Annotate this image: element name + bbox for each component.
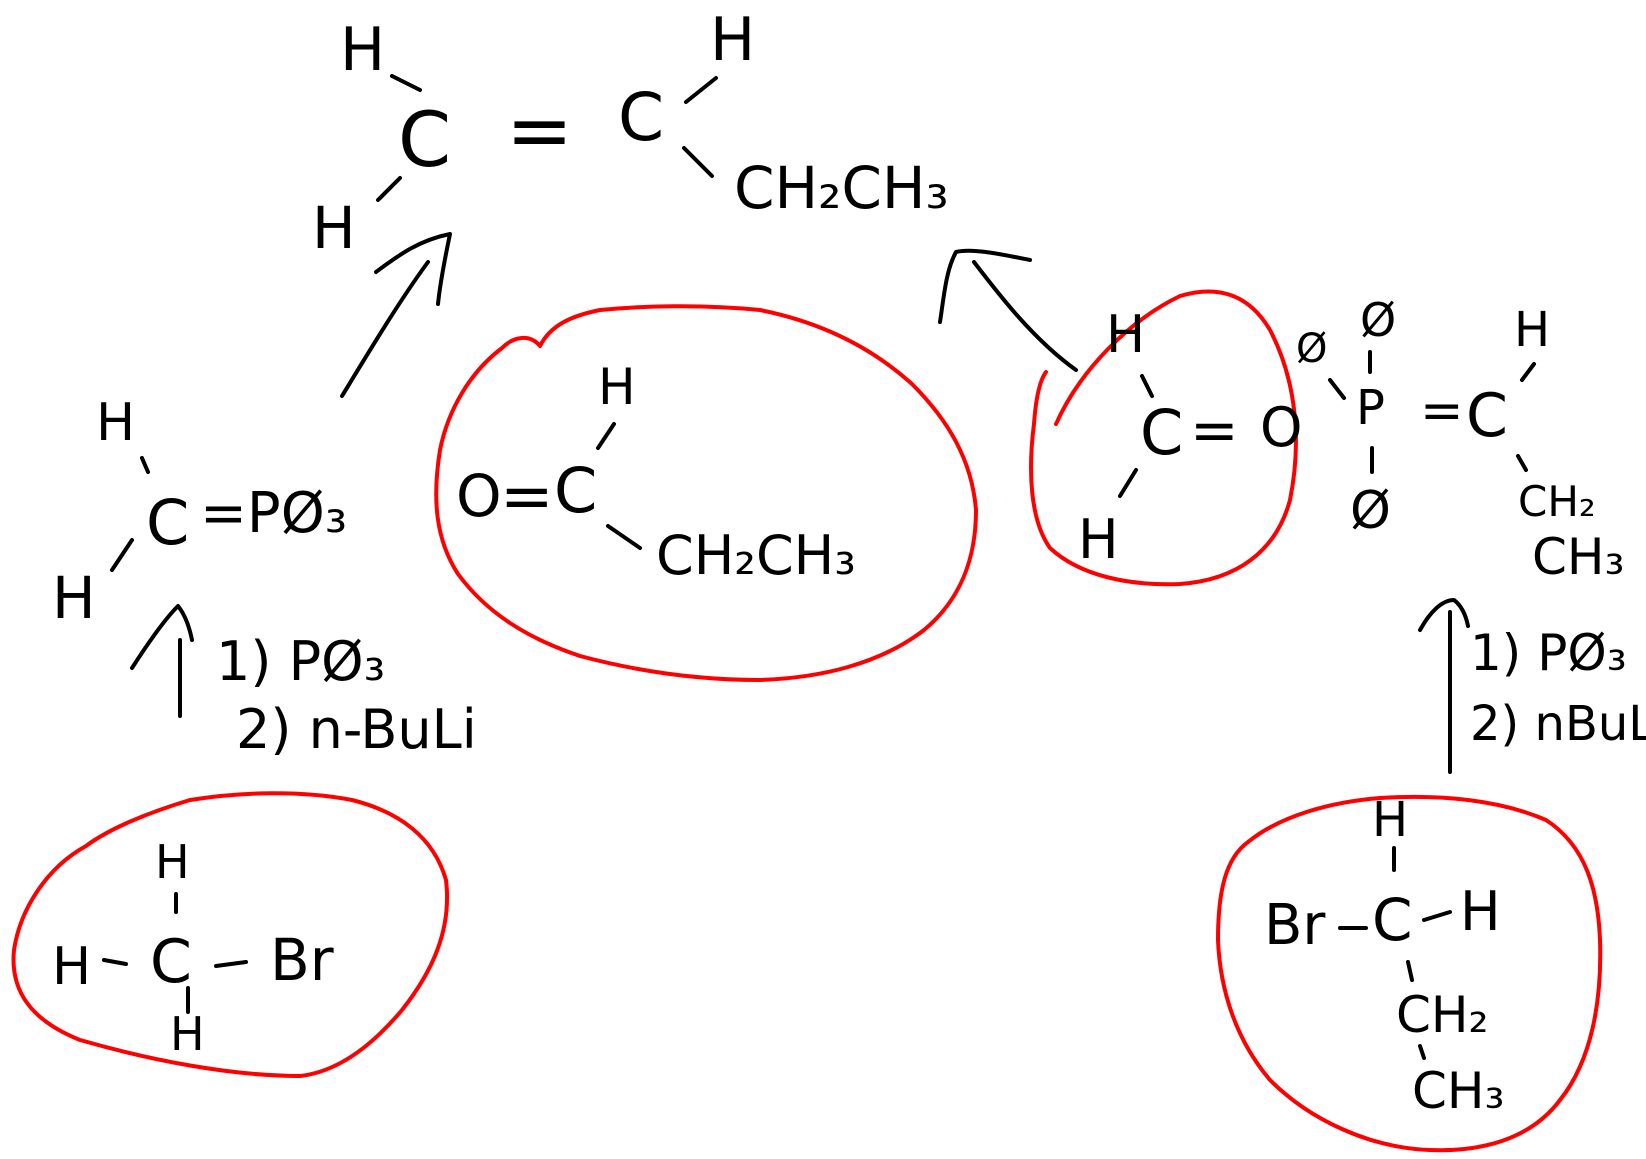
bromopropane-bond-ch2 [1406, 960, 1414, 982]
left-ylide-group: =PØ₃ [200, 481, 347, 546]
methyl-bromide-bond-br [214, 960, 248, 968]
bromopropane-carbon: C [1372, 886, 1413, 954]
right-reagents: 1) PØ₃ 2) nBuLi [1418, 598, 1646, 774]
methyl-bromide-br: Br [270, 926, 334, 994]
circle-bromopropane [1216, 794, 1603, 1153]
circle-formaldehyde [1029, 289, 1298, 587]
methyl-bromide-carbon: C [150, 927, 192, 997]
right-ylide-ch2: CH₂ [1518, 477, 1596, 526]
product-bond-h-bottom-left [376, 176, 402, 202]
right-ylide-phenyl-top: Ø [1360, 293, 1396, 347]
formaldehyde-bond-h-top [1140, 374, 1154, 398]
product-carbon-right: C [618, 79, 664, 156]
product-h-top-right: H [710, 5, 755, 75]
right-ylide-bond-left [1328, 378, 1346, 400]
product-ethyl-group: CH₂CH₃ [734, 154, 949, 222]
methyl-bromide-bond-left [102, 958, 128, 966]
right-ylide-ch3: CH₃ [1532, 528, 1625, 586]
propanal-h: H [598, 358, 636, 416]
left-reagent-step1: 1) PØ₃ [216, 630, 385, 693]
circle-propanal [434, 304, 978, 682]
formaldehyde-bond-h-bottom [1118, 468, 1138, 498]
bromopropane-bond-ch3 [1418, 1044, 1426, 1060]
left-ylide-h-bottom: H [52, 564, 96, 632]
methyl-bromide: H H C Br H [11, 791, 449, 1078]
right-ylide-phenyl-bottom: Ø [1350, 481, 1391, 541]
right-ylide-phenyl-left: Ø [1296, 326, 1327, 372]
left-ylide-h-top: H [96, 393, 135, 453]
bromopropane-h-right: H [1460, 880, 1501, 943]
right-ylide-phosphorus: P [1356, 380, 1385, 436]
propanal-bond-h [596, 422, 616, 450]
propanal-bond-ethyl [606, 524, 642, 550]
left-ylide-bond-h-top [140, 456, 150, 474]
arrow-left-reagents [130, 604, 194, 670]
formaldehyde-h-bottom: H [1078, 508, 1119, 571]
methyl-bromide-h-top: H [155, 835, 190, 889]
product-h-bottom-left: H [312, 194, 356, 262]
bromopropane-ch3: CH₃ [1412, 1062, 1505, 1120]
right-ylide-carbon: C [1466, 381, 1508, 451]
bromopropane-ch2: CH₂ [1396, 986, 1489, 1044]
left-ylide: H H C =PØ₃ [52, 393, 347, 632]
arrow-right-to-product [938, 248, 1078, 372]
formaldehyde-double-bond: = [1190, 396, 1239, 464]
propanal-ethyl: CH₂CH₃ [656, 524, 856, 587]
left-ylide-bond-h-bottom [110, 538, 134, 572]
arrow-right-reagents [1418, 598, 1470, 632]
propanal-double-bond: = [500, 460, 554, 534]
right-ylide-double-bond: = [1420, 381, 1464, 441]
product-h-top-left: H [340, 15, 385, 85]
methyl-bromide-h-bottom: H [170, 1007, 205, 1061]
arrow-left-ylide-to-product [340, 232, 452, 398]
product-bond-h-top-left [390, 74, 422, 92]
bromopropane-br: Br [1264, 893, 1326, 958]
left-reagents: 1) PØ₃ 2) n-BuLi [130, 604, 477, 761]
right-ylide-bond-ch2 [1516, 454, 1528, 472]
product-carbon-left: C [398, 95, 451, 184]
product-double-bond: = [506, 84, 573, 177]
formaldehyde-h-top: H [1106, 305, 1145, 365]
formaldehyde-carbon: C [1140, 396, 1183, 469]
propanal-oxygen: O [456, 462, 502, 530]
propanal-carbon: C [554, 454, 597, 527]
left-ylide-carbon: C [146, 486, 189, 559]
right-ylide-h: H [1514, 302, 1550, 358]
product-bond-h-top-right [684, 76, 718, 104]
right-ylide-bond-h [1520, 362, 1536, 382]
methyl-bromide-h-left: H [52, 937, 91, 997]
bromopropane-h-top: H [1372, 792, 1408, 848]
product-bond-ethyl [682, 146, 714, 178]
bromopropane-bond-h-right [1422, 910, 1452, 922]
product-1-butene: H H C = C H CH₂CH₃ [312, 5, 949, 262]
right-reagent-step2: 2) nBuLi [1470, 696, 1646, 752]
left-reagent-step2: 2) n-BuLi [236, 698, 477, 761]
propanal: O = C H CH₂CH₃ [434, 304, 978, 682]
bromopropane: H Br C H CH₂ CH₃ [1216, 792, 1603, 1153]
circle-methyl-bromide [11, 791, 449, 1078]
right-reagent-step1: 1) PØ₃ [1470, 624, 1627, 682]
right-ylide: Ø Ø P Ø = C H CH₂ CH₃ [1296, 293, 1625, 586]
formaldehyde-oxygen: O [1260, 396, 1303, 459]
formaldehyde: H C = O H [1029, 289, 1303, 587]
